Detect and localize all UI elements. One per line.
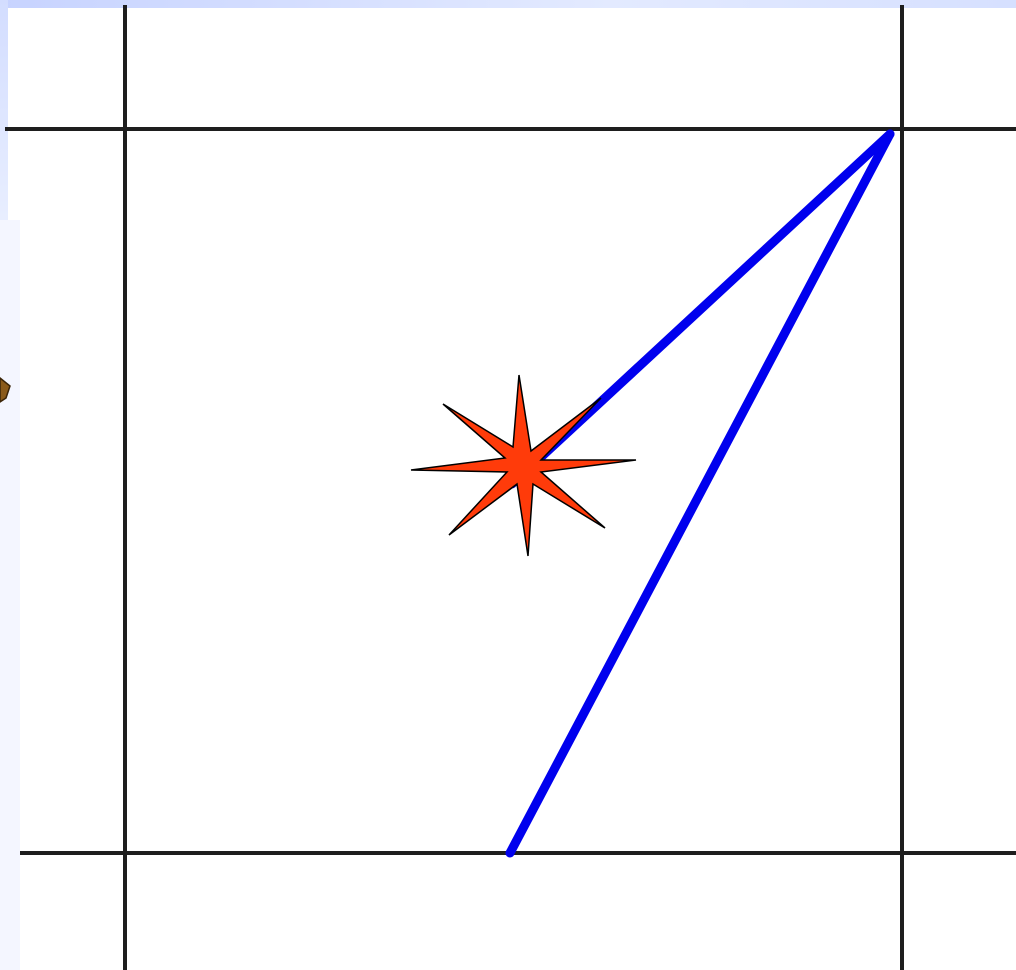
edge-ornament-icon bbox=[0, 377, 11, 403]
grid bbox=[5, 5, 1016, 970]
segment-to-bottom bbox=[505, 129, 895, 858]
background-tint-top bbox=[0, 0, 1016, 8]
blue-segments bbox=[505, 129, 895, 858]
explosion-star-icon bbox=[410, 374, 637, 557]
background-tint-left-lower bbox=[0, 220, 20, 970]
background-tint-left bbox=[0, 0, 8, 220]
